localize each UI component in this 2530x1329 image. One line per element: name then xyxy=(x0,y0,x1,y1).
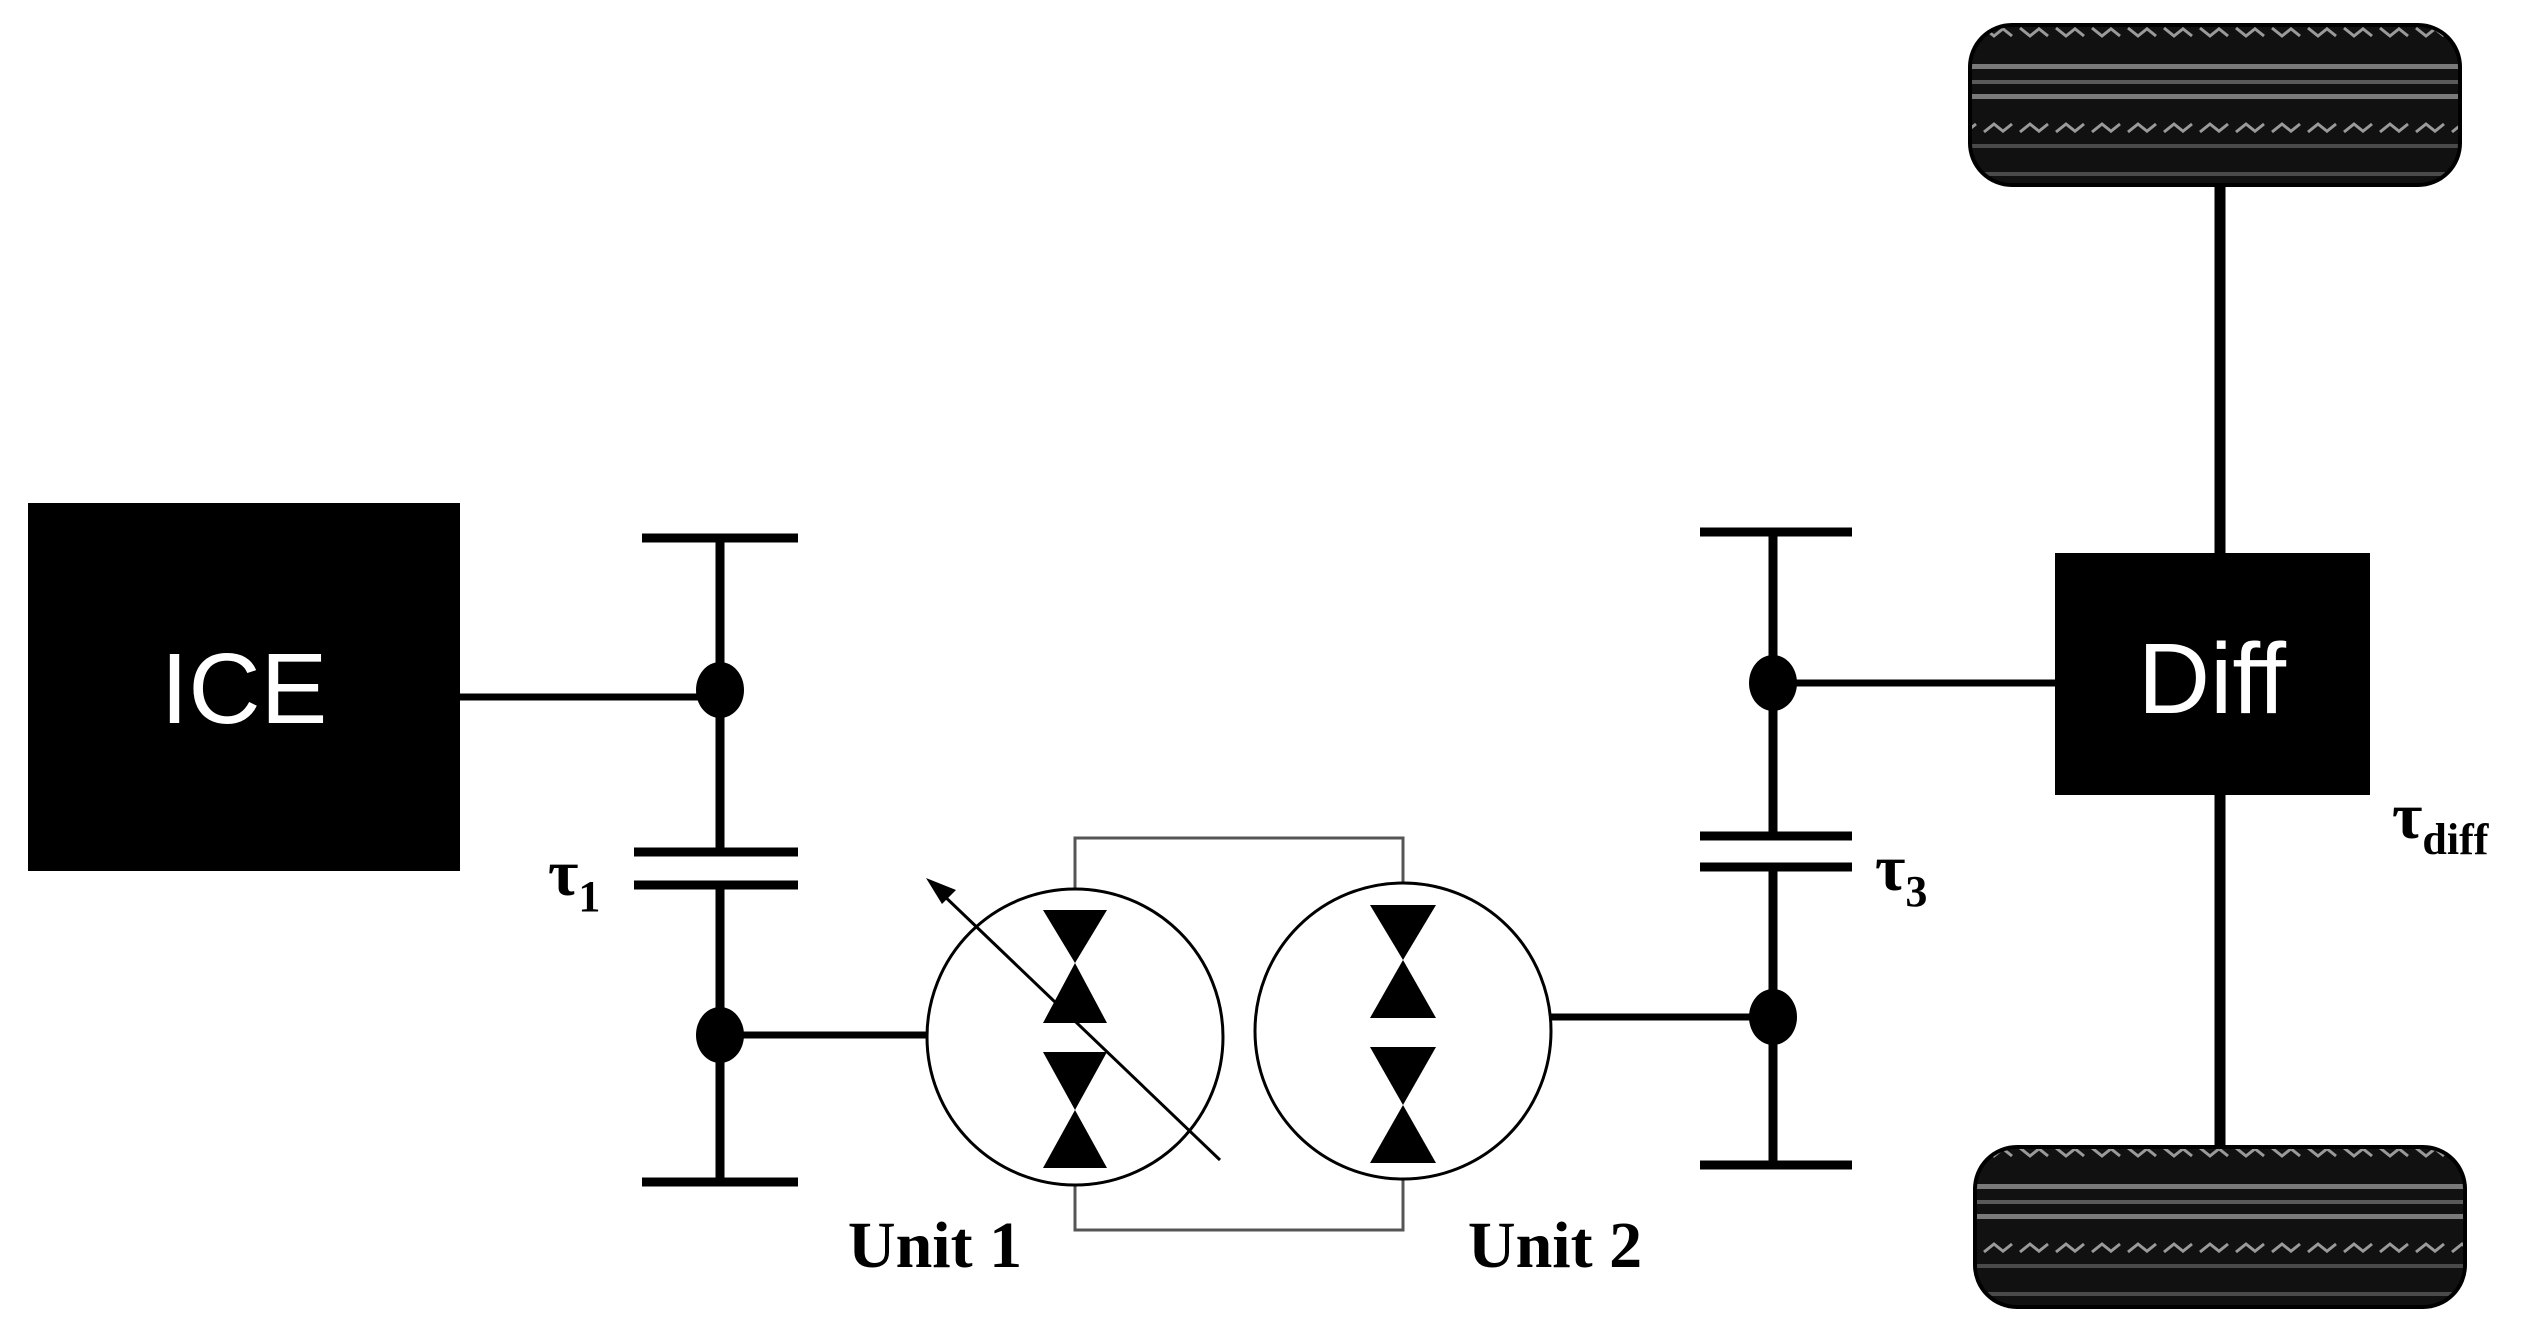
unit1-variable-pump xyxy=(925,878,1225,1187)
diff-block: Diff xyxy=(2055,553,2370,795)
variable-arrow-head xyxy=(926,878,956,904)
wheel-bottom xyxy=(1973,1145,2467,1309)
gear-pair-tau3 xyxy=(1700,527,1852,1170)
hydraulic-circuit xyxy=(1073,836,1405,1232)
unit2-motor xyxy=(1253,881,1553,1181)
tau-diff-label: τdiff xyxy=(2392,780,2490,864)
unit2-label: Unit 2 xyxy=(1468,1209,1642,1282)
svg-text:Diff: Diff xyxy=(2138,623,2286,735)
tau3-label: τ3 xyxy=(1875,832,1927,916)
unit1-label: Unit 1 xyxy=(848,1209,1022,1282)
wheel-top xyxy=(1968,23,2462,187)
tau1-label: τ1 xyxy=(548,837,600,921)
joint-dot xyxy=(1749,989,1797,1045)
ice-block: ICE xyxy=(28,503,460,871)
joint-dot xyxy=(696,662,744,718)
svg-text:ICE: ICE xyxy=(161,633,328,745)
gear-pair-tau1 xyxy=(634,533,798,1187)
